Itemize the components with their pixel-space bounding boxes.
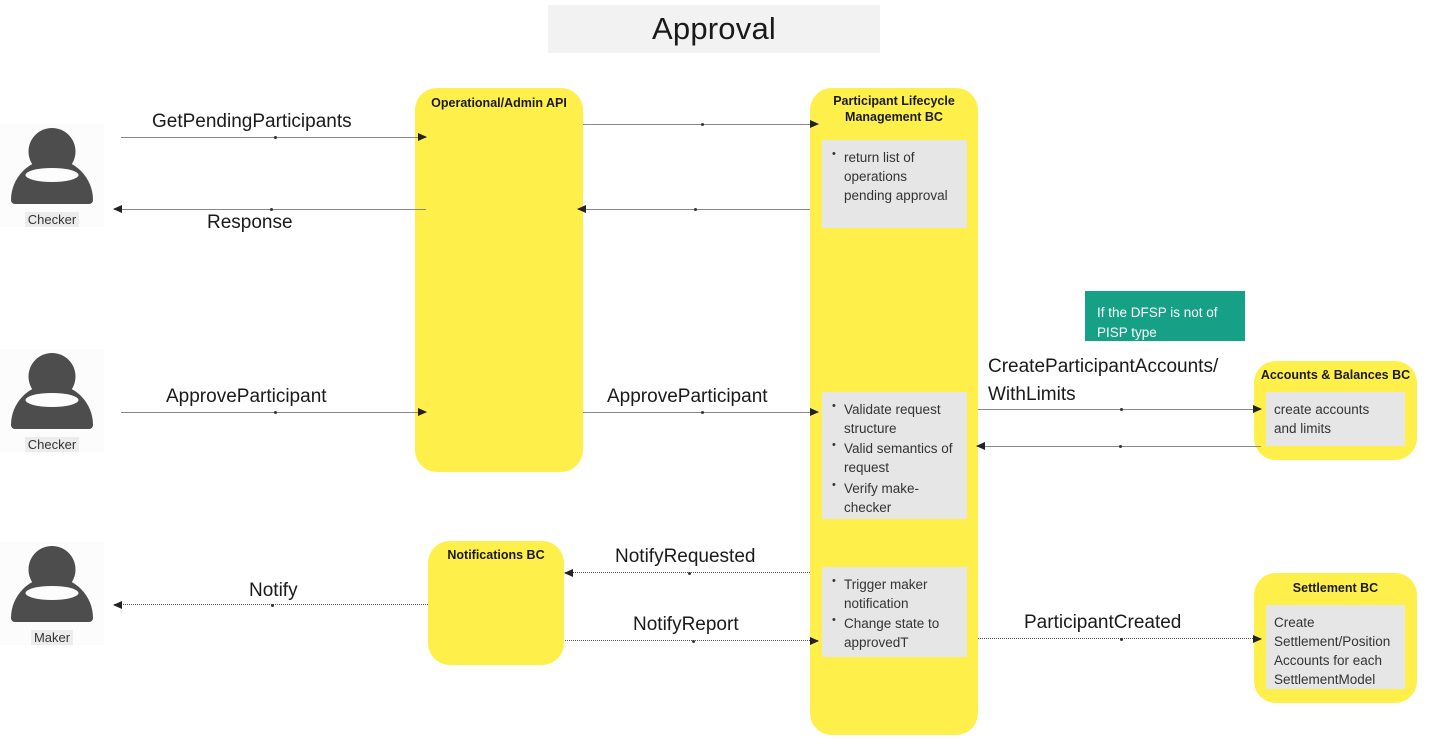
arrow-label-participant-created: ParticipantCreated bbox=[1024, 612, 1182, 633]
user-icon bbox=[10, 542, 94, 628]
arrow-approve-participant-2 bbox=[583, 408, 819, 416]
arrow-participant-created bbox=[978, 635, 1262, 643]
lane-notifications-bc[interactable]: Notifications BC bbox=[428, 541, 564, 665]
note-text: create accounts and limits bbox=[1274, 402, 1370, 437]
note-dfsp-condition: If the DFSP is not of PISP type bbox=[1085, 291, 1245, 341]
arrow-label-response: Response bbox=[207, 212, 293, 233]
actor-checker-mid: Checker bbox=[0, 349, 104, 452]
arrow-notify bbox=[113, 601, 428, 609]
note-bullet: Validate request structure bbox=[832, 399, 957, 438]
lane-title: Participant Lifecycle Management BC bbox=[833, 94, 955, 124]
actor-label: Maker bbox=[30, 630, 74, 645]
arrow-create-participant-accounts-reply bbox=[976, 442, 1261, 450]
lane-title: Settlement BC bbox=[1292, 581, 1379, 595]
arrow-approve-participant-1 bbox=[121, 408, 427, 416]
arrow-label-notify-report: NotifyReport bbox=[633, 614, 739, 635]
actor-checker-top: Checker bbox=[0, 124, 104, 227]
note-text: If the DFSP is not of PISP type bbox=[1097, 305, 1218, 340]
arrow-get-pending-participants-forward bbox=[583, 120, 819, 128]
arrow-create-participant-accounts bbox=[978, 405, 1262, 413]
lane-operational-admin-api[interactable]: Operational/Admin API bbox=[415, 88, 583, 472]
actor-label: Checker bbox=[24, 437, 80, 452]
lane-title: Accounts & Balances BC bbox=[1260, 368, 1411, 382]
arrow-label-approve-participant-2: ApproveParticipant bbox=[607, 386, 768, 407]
arrow-notify-report bbox=[565, 637, 819, 645]
actor-label: Checker bbox=[24, 212, 80, 227]
note-bullet: Change state to approvedT bbox=[832, 613, 957, 652]
arrow-label-get-pending-participants: GetPendingParticipants bbox=[152, 111, 352, 132]
lane-title: Operational/Admin API bbox=[431, 96, 567, 110]
arrow-label-create-participant-accounts: CreateParticipantAccounts/ WithLimits bbox=[988, 356, 1219, 405]
arrow-label-notify: Notify bbox=[249, 580, 298, 601]
arrow-label-notify-requested: NotifyRequested bbox=[615, 546, 756, 567]
arrow-notify-requested bbox=[564, 569, 810, 577]
lane-title: Notifications BC bbox=[447, 548, 545, 562]
note-text: Create Settlement/Position Accounts for … bbox=[1274, 615, 1391, 688]
user-icon bbox=[10, 124, 94, 210]
note-plm-pending-approval: return list of operations pending approv… bbox=[822, 140, 967, 228]
note-accounts-balances: create accounts and limits bbox=[1266, 392, 1405, 446]
note-plm-validation: Validate request structure Valid semanti… bbox=[822, 392, 967, 519]
note-plm-notification: Trigger maker notification Change state … bbox=[822, 567, 967, 657]
arrow-response-backward bbox=[577, 205, 810, 213]
note-settlement: Create Settlement/Position Accounts for … bbox=[1266, 605, 1405, 689]
note-bullet: return list of operations pending approv… bbox=[832, 147, 957, 205]
diagram-title-band: Approval bbox=[548, 5, 880, 53]
arrow-get-pending-participants bbox=[121, 133, 427, 141]
note-bullet: Trigger maker notification bbox=[832, 574, 957, 613]
page-title: Approval bbox=[652, 11, 776, 46]
note-bullet: Verify make-checker bbox=[832, 478, 957, 517]
user-icon bbox=[10, 349, 94, 435]
arrow-response bbox=[113, 205, 426, 213]
actor-maker: Maker bbox=[0, 542, 104, 645]
arrow-label-approve-participant-1: ApproveParticipant bbox=[166, 386, 327, 407]
note-bullet: Valid semantics of request bbox=[832, 438, 957, 477]
